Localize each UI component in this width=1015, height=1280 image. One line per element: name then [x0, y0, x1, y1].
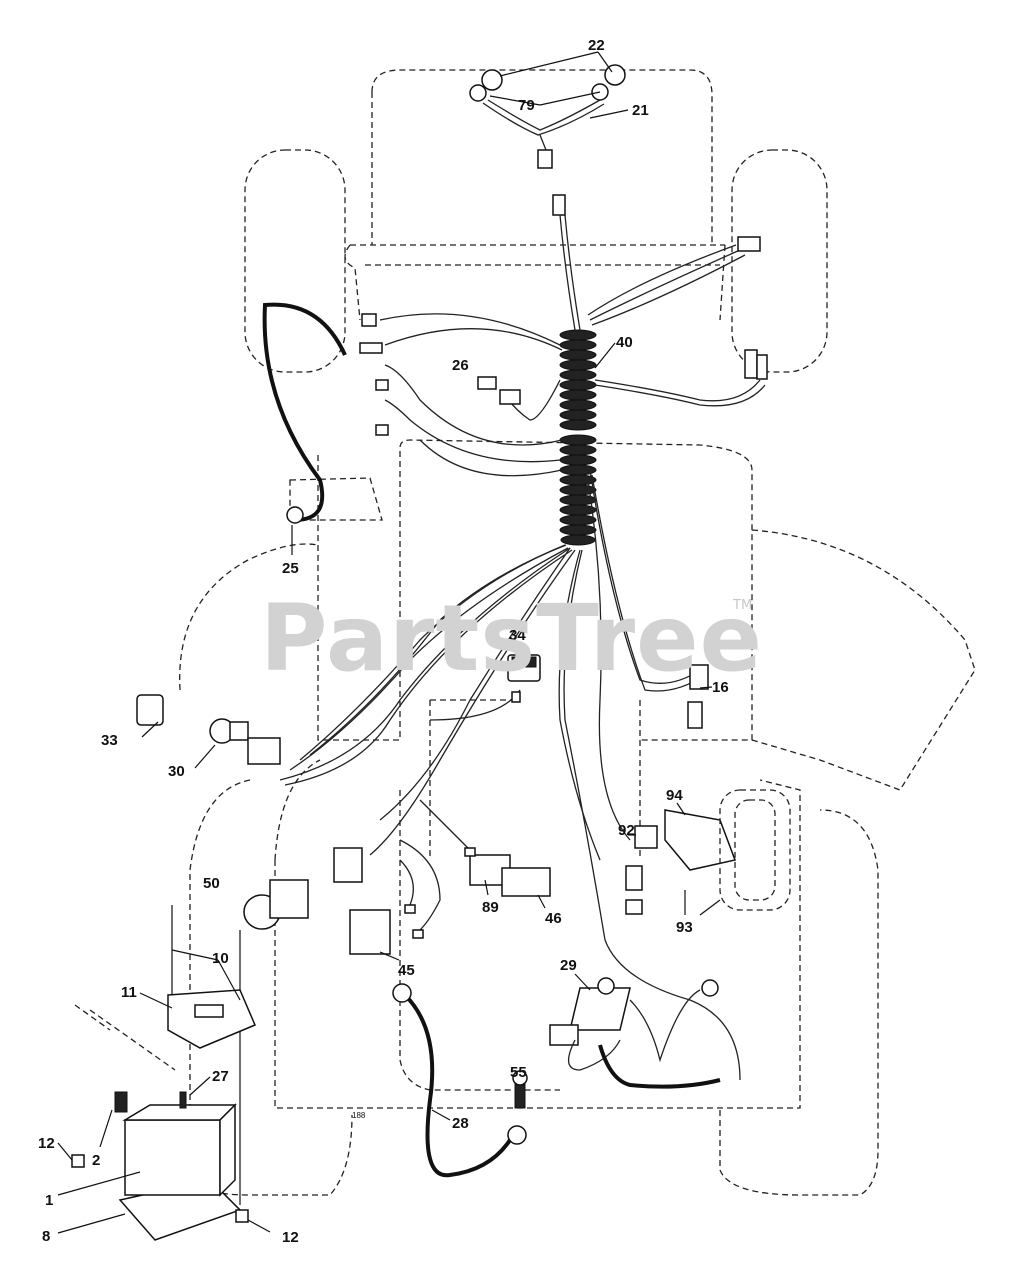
callout-8: 8: [42, 1228, 50, 1245]
battery-assembly: [71, 905, 528, 1241]
callout-92: 92: [618, 822, 635, 839]
callout-11: 11: [121, 984, 137, 1001]
callout-25: 25: [282, 560, 299, 577]
callout-10: 10: [212, 950, 229, 967]
callout-labels: 22 79 21 40 26 25 34 16 33 30 92 94 50 8…: [38, 37, 729, 1246]
callout-34: 34: [509, 627, 526, 644]
callout-89: 89: [482, 899, 499, 916]
callout-93: 93: [676, 919, 693, 936]
callout-27: 27: [212, 1068, 229, 1085]
drawing-code: 188: [352, 1111, 366, 1120]
callout-29: 29: [560, 957, 577, 974]
trademark-mark: TM: [733, 598, 753, 613]
callout-50: 50: [203, 875, 220, 892]
callout-21: 21: [632, 102, 649, 119]
callout-45: 45: [398, 962, 415, 979]
callout-33: 33: [101, 732, 118, 749]
leader-lines: [57, 51, 721, 1234]
main-harness-loom: [136, 194, 791, 1089]
callout-94: 94: [666, 787, 683, 804]
partstree-watermark: PartsTree: [260, 585, 763, 692]
callout-30: 30: [168, 763, 185, 780]
callout-55: 55: [510, 1064, 527, 1081]
battery-cables: [262, 302, 527, 1178]
callout-40: 40: [616, 334, 633, 351]
callout-2: 2: [92, 1152, 100, 1169]
callout-46: 46: [545, 910, 562, 927]
callout-22: 22: [588, 37, 605, 54]
callout-12-bottom: 12: [282, 1229, 299, 1246]
callout-79: 79: [518, 97, 535, 114]
headlight-harness: [469, 64, 626, 169]
callout-26: 26: [452, 357, 469, 374]
callout-12-top: 12: [38, 1135, 55, 1152]
callout-16: 16: [712, 679, 729, 696]
callout-28: 28: [452, 1115, 469, 1132]
callout-1: 1: [45, 1192, 53, 1209]
